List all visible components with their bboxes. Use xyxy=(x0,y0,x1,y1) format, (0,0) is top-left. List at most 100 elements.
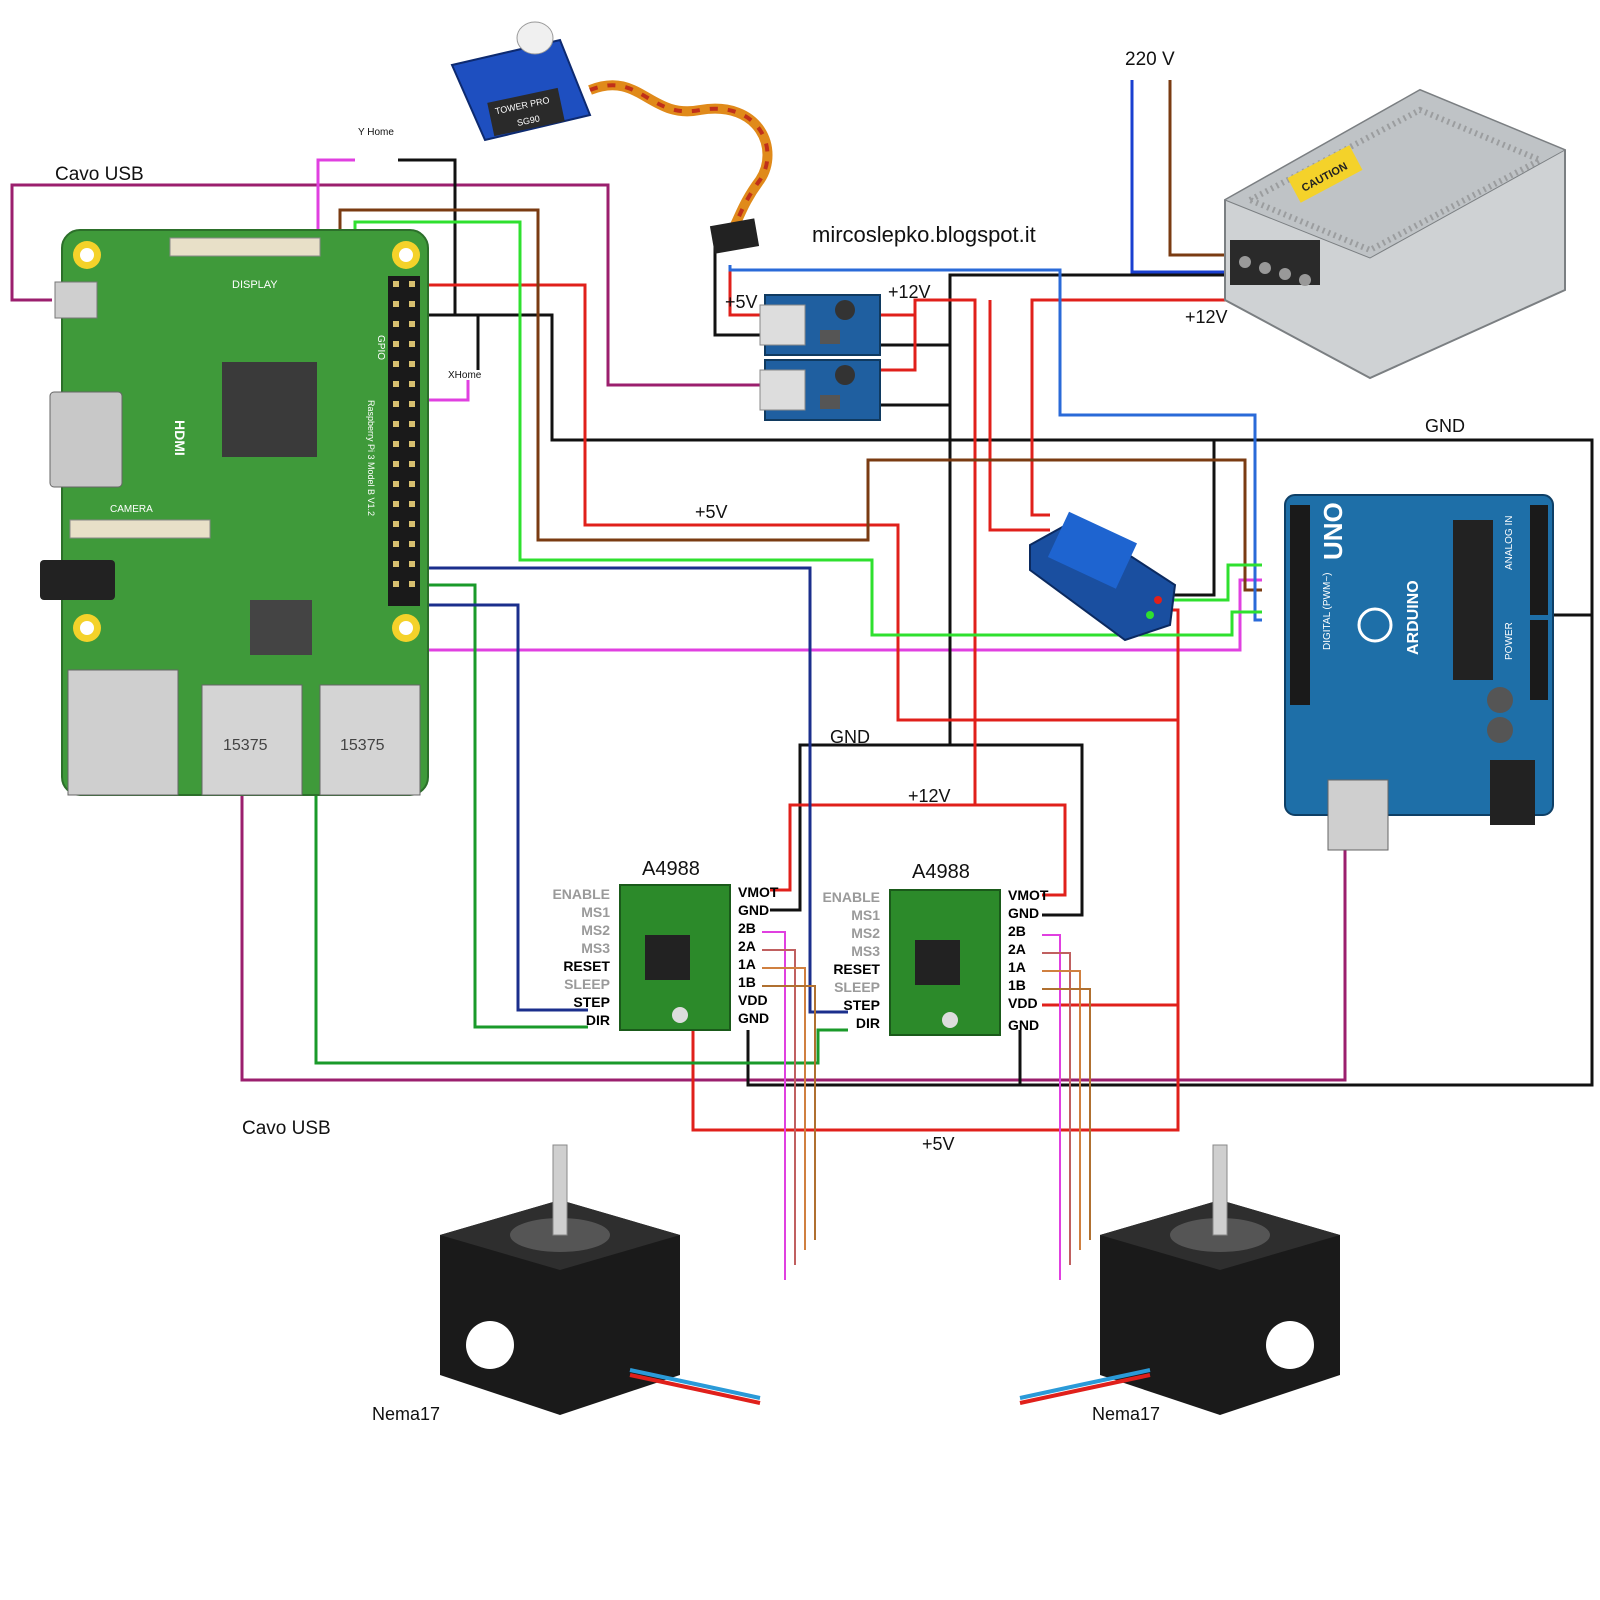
driver-chip xyxy=(645,935,690,980)
psu-12v-label: +12V xyxy=(1185,307,1228,327)
driver-right-right-pins: VMOT GND 2B 2A 1A 1B VDD GND xyxy=(1008,887,1049,1033)
pin-dir: DIR xyxy=(856,1015,880,1031)
servo-horn xyxy=(516,21,554,55)
x-home-label: XHome xyxy=(448,370,482,381)
pin-vdd: VDD xyxy=(1008,995,1038,1011)
usb-cable-top xyxy=(10,183,765,387)
soc-chip xyxy=(222,362,317,457)
power-label: POWER xyxy=(1504,622,1515,660)
usb-port-left xyxy=(201,684,303,796)
driver-chip xyxy=(915,940,960,985)
pin-1a: 1A xyxy=(1008,959,1026,975)
usb-b-port xyxy=(1327,779,1389,851)
servo-label-plate xyxy=(487,87,565,137)
motor-right-label: Nema17 xyxy=(1092,1404,1160,1424)
xhome-black xyxy=(455,313,480,370)
usb-port-left-label: 15375 xyxy=(223,737,268,754)
a4988-driver-left xyxy=(619,884,731,1031)
driver-right-title: A4988 xyxy=(912,861,970,883)
gpio-header xyxy=(388,276,420,606)
gnd-relay xyxy=(1165,440,1216,597)
analog-header xyxy=(1530,505,1548,615)
driver-gnd-loop xyxy=(770,743,950,912)
pin-2b: 2B xyxy=(1008,923,1026,939)
display-connector xyxy=(169,237,321,257)
usb-output-port xyxy=(759,369,806,411)
camera-connector xyxy=(69,519,211,539)
usb-port-right xyxy=(319,684,421,796)
usb-cable-top-label: Cavo USB xyxy=(55,164,144,185)
pin-2a: 2A xyxy=(1008,941,1026,957)
potentiometer xyxy=(672,1007,688,1023)
a4988-driver-right xyxy=(889,889,1001,1036)
pin-reset: RESET xyxy=(833,961,880,977)
raspberry-pi-board: DISPLAY HDMI CAMERA 15375 15375 GPIO Ras… xyxy=(40,229,429,796)
motor-shaft xyxy=(1212,1144,1228,1236)
servo-motor: TOWER PRO SG90 xyxy=(450,21,773,254)
arduino-uno-board: UNO ARDUINO DIGITAL (PWM~) ANALOG IN POW… xyxy=(1284,494,1554,851)
buck-12v-label: +12V xyxy=(888,282,931,302)
buck-converter-2 xyxy=(759,359,881,421)
pin-ms3: MS3 xyxy=(581,940,610,956)
relay-12v xyxy=(988,300,1050,532)
pin-2b: 2B xyxy=(738,920,756,936)
pin-gnd: GND xyxy=(1008,905,1039,921)
ce-mark xyxy=(466,1321,514,1369)
power-header xyxy=(1530,620,1548,700)
potentiometer xyxy=(942,1012,958,1028)
digital-label: DIGITAL (PWM~) xyxy=(1322,573,1333,651)
gpio-pins xyxy=(393,281,415,587)
coil-wires-left xyxy=(762,931,816,1280)
led-red xyxy=(1154,596,1162,604)
bottom-5v-label: +5V xyxy=(922,1134,955,1154)
gpio-label: GPIO xyxy=(375,335,386,360)
digital-header xyxy=(1290,505,1310,705)
pin-ms1: MS1 xyxy=(581,904,610,920)
relay-cube xyxy=(1047,511,1138,589)
driver-left-title: A4988 xyxy=(642,858,700,880)
arduino-brand: ARDUINO xyxy=(1405,580,1422,655)
y-home-label: Y Home xyxy=(358,127,394,138)
blog-url: mircoslepko.blogspot.it xyxy=(812,222,1036,247)
dc-jack xyxy=(1490,760,1535,825)
buck-converter-1 xyxy=(759,294,881,356)
model-label: Raspberry Pi 3 Model B V1.2 xyxy=(366,400,376,516)
pi-5v xyxy=(420,283,1178,722)
pin-step: STEP xyxy=(843,997,880,1013)
buck-5v-out xyxy=(728,265,765,317)
pin-reset: RESET xyxy=(563,958,610,974)
analog-label: ANALOG IN xyxy=(1504,516,1515,570)
step-left-wire xyxy=(420,603,588,1012)
mains-brown xyxy=(1168,80,1240,257)
pin-ms2: MS2 xyxy=(851,925,880,941)
pin-ms3: MS3 xyxy=(851,943,880,959)
pin-gnd: GND xyxy=(738,1010,769,1026)
gnd-mid-label: GND xyxy=(830,727,870,747)
stepper-motor-left xyxy=(440,1144,761,1415)
step-right-wire xyxy=(420,566,848,1014)
pin-gnd: GND xyxy=(1008,1017,1039,1033)
pin-ms1: MS1 xyxy=(851,907,880,923)
gnd-rail xyxy=(420,313,1594,1087)
pin-1b: 1B xyxy=(738,974,756,990)
usb-cable-bottom xyxy=(240,790,1347,1082)
pin-vmot: VMOT xyxy=(1008,887,1049,903)
driver-left-left-pins: ENABLE MS1 MS2 MS3 RESET SLEEP STEP DIR xyxy=(552,886,610,1028)
ce-mark xyxy=(1266,1321,1314,1369)
mains-blue xyxy=(1130,80,1240,274)
coil-wires-right xyxy=(1042,934,1091,1280)
pin-sleep: SLEEP xyxy=(564,976,610,992)
atmega-chip xyxy=(1453,520,1493,680)
caution-label xyxy=(1287,145,1363,203)
pin-vmot: VMOT xyxy=(738,884,779,900)
driver-gnd-loop2 xyxy=(950,743,1084,917)
uno-label: UNO xyxy=(1318,502,1348,560)
ethernet-port xyxy=(67,669,179,796)
pin-enable: ENABLE xyxy=(552,886,610,902)
pin-1b: 1B xyxy=(1008,977,1026,993)
stepper-motor-right xyxy=(1019,1144,1340,1415)
mid-5v-label: +5V xyxy=(695,502,728,522)
motor-cable xyxy=(1019,1368,1151,1400)
psu-12v xyxy=(1030,298,1285,517)
pin-dir: DIR xyxy=(586,1012,610,1028)
